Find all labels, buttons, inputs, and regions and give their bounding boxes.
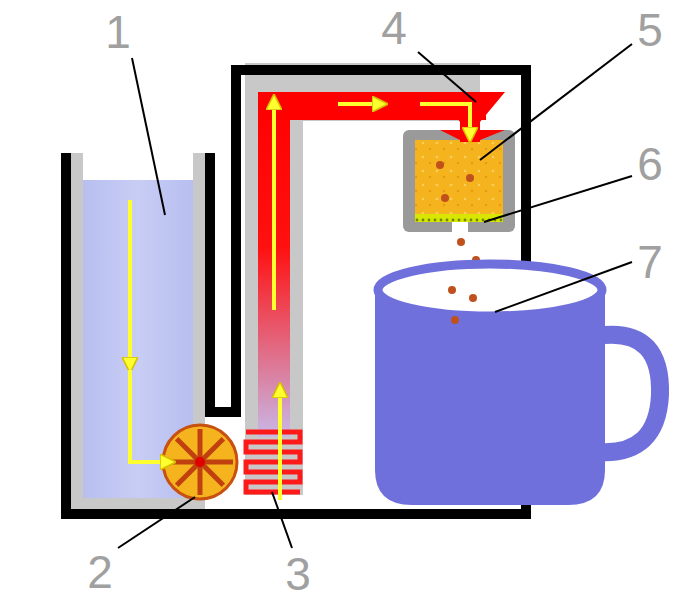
heater-coil	[246, 432, 300, 492]
hot-water-riser	[258, 92, 290, 437]
callout-number: 6	[637, 141, 663, 187]
pump	[163, 425, 237, 499]
callout-number: 7	[637, 239, 663, 285]
callout-number: 3	[285, 551, 311, 597]
callout-number: 5	[637, 7, 663, 53]
leader-lines	[118, 44, 632, 548]
flow-arrows	[130, 102, 470, 500]
callout-number: 1	[105, 9, 131, 55]
mug	[375, 264, 660, 505]
callout-number: 4	[381, 5, 407, 51]
callout-number: 2	[87, 549, 113, 595]
